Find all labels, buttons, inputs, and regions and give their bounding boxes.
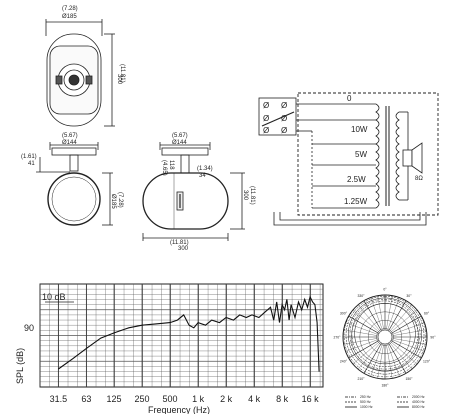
transformer-secondary [395,111,400,201]
front-b-in: (1.34) [197,166,213,172]
top-height-in: (11.81) [119,64,125,83]
x-tick-label: 2 k [220,394,233,404]
svg-text:Ø: Ø [281,126,287,135]
side-view-body [47,172,101,226]
tap-label-1.25w: 1.25W [344,197,368,206]
side-width-mm: Ø144 [62,140,77,146]
front-b-mm: 34 [199,173,206,179]
terminal-block [258,97,297,136]
polar-legend-label: 250 Hz [360,395,371,399]
polar-angle-label: 60° [424,312,430,316]
polar-legend-label: 4000 Hz [412,400,425,404]
tap-label-2.5w: 2.5W [347,175,366,184]
front-a-in: (4.65) [161,160,167,176]
top-width-mm: Ø185 [62,14,77,20]
polar-lobe [348,297,422,372]
polar-angle-label: 270° [333,336,341,340]
polar-lobe [349,298,421,370]
polar-angle-labels: 0° 30° 60° 90° 120° 150° 180° 210° 240° 270° 300° 3… [333,288,436,388]
side-height-mm: Ø185 [110,194,116,209]
polar-lobe [343,294,427,378]
polar-angle-label: 0° [383,288,387,292]
x-tick-label: 1 k [192,394,205,404]
svg-text:Ø: Ø [263,114,269,123]
polar-legend-label: 2000 Hz [412,395,425,399]
x-tick-labels: 31.5 63 125 250 500 1 k 2 k 4 k 8 k 16 k [50,394,320,404]
svg-text:Ø: Ø [281,101,287,110]
polar-legend-label: 500 Hz [360,400,371,404]
x-tick-label: 31.5 [50,394,68,404]
side-offset-in: (1.61) [21,154,37,160]
tap-label-5w: 5W [355,150,367,159]
polar-lobe [345,296,425,375]
side-offset-mm: 41 [28,161,35,167]
polar-grid [342,294,428,380]
top-height-mm: 300 [116,74,122,85]
x-tick-label: 500 [163,394,178,404]
polar-angle-label: 150° [405,377,413,381]
enclosure-outline [297,92,439,216]
polar-angle-label: 30° [406,294,412,298]
x-tick-label: 250 [135,394,150,404]
front-height-in: (11.81) [249,186,255,205]
polar-legend-label: 8000 Hz [412,405,425,409]
side-width-in: (5.67) [62,133,78,139]
dimension-drawings: (7.28) Ø185 (11.81) 300 (5.67) Ø144 (1.6… [21,6,255,250]
scale-label: 10 dB [42,292,66,302]
front-length-in: (11.81) [170,240,189,246]
impedance-label: 8Ω [415,176,423,182]
x-tick-label: 16 k [302,394,320,404]
transformer-primary [375,103,380,209]
polar-angle-label: 300° [340,312,348,316]
svg-text:Ø: Ø [263,126,269,135]
front-width-mm: Ø144 [172,140,187,146]
top-view-body [46,33,102,127]
front-view-body [142,172,229,230]
y-marker-label: 90 [24,323,34,333]
y-axis-label: SPL (dB) [15,348,25,384]
front-height-mm: 300 [242,190,248,201]
svg-text:Ø: Ø [281,114,287,123]
top-width-in: (7.28) [62,6,78,12]
terminal-symbols: Ø Ø Ø Ø Ø Ø [263,101,287,135]
polar-angle-label: 120° [423,360,431,364]
polar-lobe [351,300,419,368]
tap-label-0: 0 [347,94,352,103]
response-curve [58,295,320,372]
polar-legend-label: 1000 Hz [360,405,373,409]
polar-angle-label: 240° [340,360,348,364]
x-tick-label: 63 [81,394,91,404]
front-a-mm: 118 [168,160,174,170]
x-tick-label: 8 k [276,394,289,404]
chart-grid [39,284,323,387]
polar-angle-label: 90° [430,336,436,340]
front-length-mm: 300 [178,246,189,250]
x-tick-label: 125 [107,394,122,404]
tap-label-10w: 10W [351,125,368,134]
x-axis-label: Frequency (Hz) [148,405,210,414]
wiring-diagram: Ø Ø Ø Ø Ø Ø 0 10W 5W 2.5W 1.25W 8Ω [258,92,439,226]
side-height-in: (7.28) [117,192,123,208]
polar-angle-label: 210° [357,377,365,381]
polar-angle-label: 180° [381,384,389,388]
x-tick-label: 4 k [248,394,261,404]
polar-lobe [354,303,416,365]
svg-text:Ø: Ø [263,101,269,110]
front-width-in: (5.67) [172,133,188,139]
polar-angle-label: 330° [357,294,365,298]
